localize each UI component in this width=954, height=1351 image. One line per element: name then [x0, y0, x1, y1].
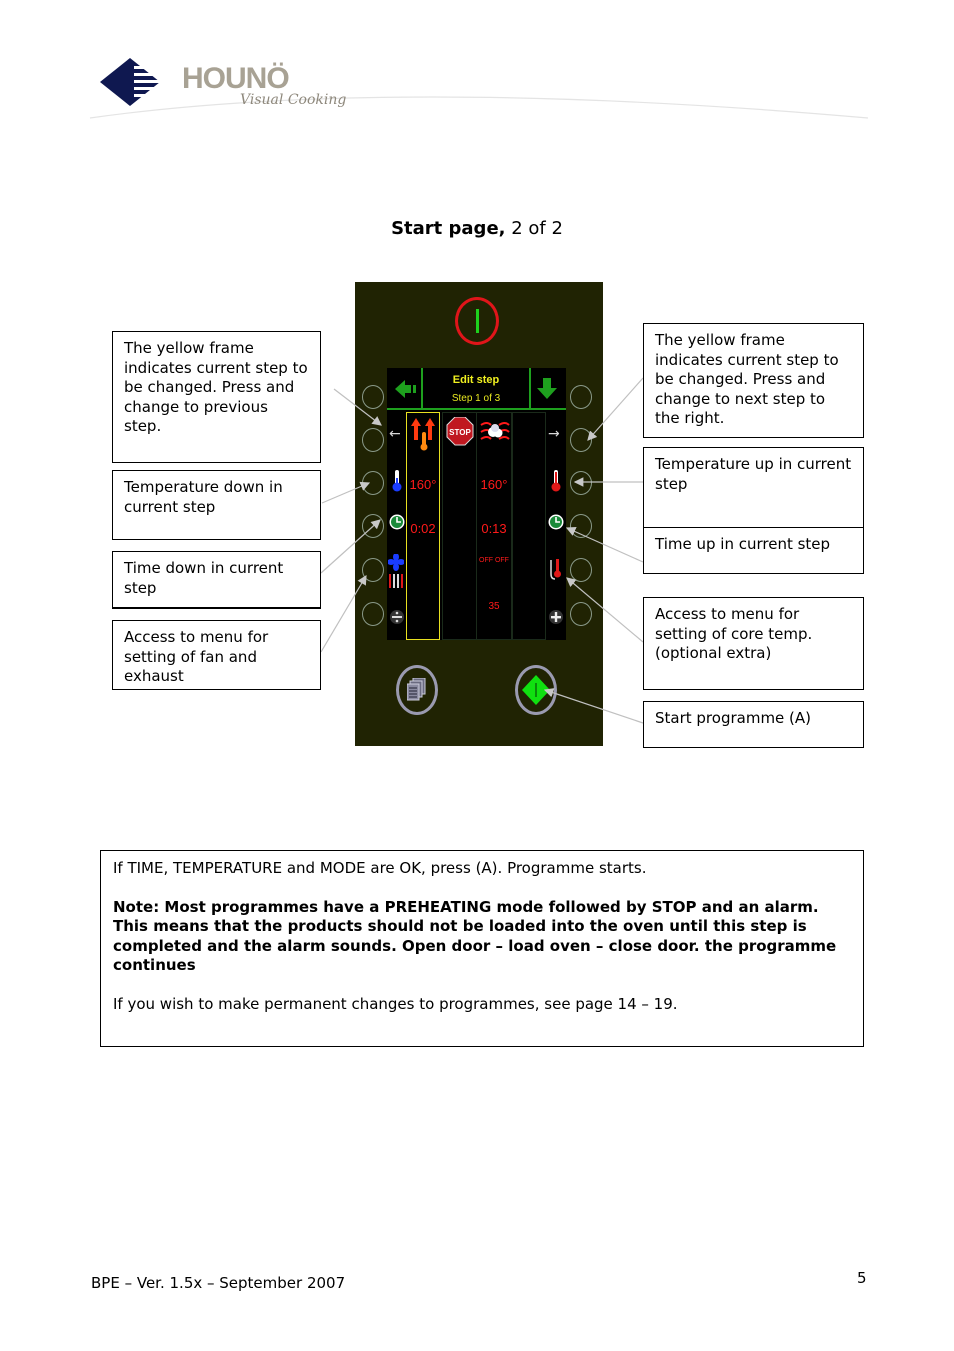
step-column-4[interactable]: [512, 412, 546, 640]
documents-icon: [407, 678, 426, 701]
hw-button-time-down[interactable]: [362, 514, 384, 538]
callout-core-temp: Access to menu for setting of core temp.…: [643, 597, 864, 690]
callout-time-down: Time down in current step: [112, 551, 321, 609]
power-button[interactable]: [455, 297, 499, 345]
note-line-3: If you wish to make permanent changes to…: [113, 994, 678, 1013]
fan-exhaust-icon: [388, 554, 404, 588]
clock-icon: [389, 514, 405, 530]
hw-button-left-1[interactable]: [362, 385, 384, 409]
steam-icon: [480, 422, 510, 440]
step-3-fan: OFF OFF: [479, 557, 509, 564]
start-programme-button[interactable]: [515, 665, 557, 715]
power-icon: [476, 309, 479, 333]
brand-tagline: Visual Cooking: [240, 92, 347, 108]
display-screen: Edit step Step 1 of 3 ← →: [387, 368, 566, 640]
page-number: 5: [857, 1269, 867, 1287]
preheat-icon: [411, 418, 435, 451]
page-title: Start page, 2 of 2: [0, 218, 954, 239]
start-diamond-icon: [522, 675, 550, 705]
note-line-1: If TIME, TEMPERATURE and MODE are OK, pr…: [113, 859, 647, 877]
hounoe-logo: HOUNÖ Visual Cooking: [88, 56, 868, 126]
title-bold: Start page,: [391, 218, 506, 239]
callout-prev-step: The yellow frame indicates current step …: [112, 331, 321, 463]
callout-temp-up: Temperature up in current step: [643, 447, 864, 528]
clock-icon: [548, 514, 564, 530]
stop-icon: STOP: [446, 417, 474, 446]
hw-button-fan-menu[interactable]: [362, 558, 384, 582]
step-3-temp: 160°: [480, 477, 508, 492]
note-preheating-warning: Note: Most programmes have a PREHEATING …: [113, 897, 837, 975]
step-3-extra: 35: [488, 601, 500, 612]
hw-button-temp-down[interactable]: [362, 471, 384, 495]
divide-icon: [390, 610, 404, 624]
hw-button-next-step[interactable]: [570, 428, 592, 452]
callout-start-programme: Start programme (A): [643, 701, 864, 748]
hw-button-left-6[interactable]: [362, 602, 384, 626]
callout-time-up: Time up in current step: [643, 527, 864, 574]
footer-version: BPE – Ver. 1.5x – September 2007: [91, 1274, 346, 1292]
screen-title: Edit step: [452, 374, 500, 386]
arrow-left-icon: ←: [389, 426, 401, 442]
callout-temp-down: Temperature down in current step: [112, 470, 321, 540]
step-column-2[interactable]: STOP: [442, 412, 477, 640]
instructions-note-box: If TIME, TEMPERATURE and MODE are OK, pr…: [100, 850, 864, 1047]
arrow-right-icon: →: [548, 426, 560, 442]
hw-button-temp-up[interactable]: [570, 471, 592, 495]
programmes-button[interactable]: [396, 665, 438, 715]
step-column-1[interactable]: 160° 0:02: [406, 412, 440, 640]
brand-name: HOUNÖ: [182, 62, 290, 95]
thermometer-hot-icon: [551, 470, 561, 492]
screen-step-indicator: Step 1 of 3: [451, 393, 501, 404]
title-rest: 2 of 2: [505, 218, 563, 239]
callout-fan-menu: Access to menu for setting of fan and ex…: [112, 620, 321, 690]
arrow-down-green-icon[interactable]: [537, 378, 557, 400]
step-1-time: 0:02: [410, 521, 436, 536]
plus-icon: [549, 610, 563, 624]
hw-button-time-up[interactable]: [570, 514, 592, 538]
hw-button-prev-step[interactable]: [362, 428, 384, 452]
hw-button-right-1[interactable]: [570, 385, 592, 409]
core-probe-icon: [550, 559, 561, 580]
screen-header: Edit step Step 1 of 3: [387, 368, 566, 410]
thermometer-cold-icon: [392, 470, 402, 492]
logo-swoosh: [89, 58, 868, 119]
step-1-temp: 160°: [409, 477, 437, 492]
stop-label: STOP: [449, 428, 471, 437]
callout-next-step: The yellow frame indicates current step …: [643, 323, 864, 438]
hw-button-right-6[interactable]: [570, 602, 592, 626]
step-column-3[interactable]: 160° 0:13 OFF OFF 35: [476, 412, 512, 640]
hw-button-core-temp-menu[interactable]: [570, 558, 592, 582]
arrow-left-green-icon[interactable]: [395, 379, 417, 399]
oven-control-panel: Edit step Step 1 of 3 ← →: [355, 282, 603, 746]
step-3-time: 0:13: [481, 521, 507, 536]
